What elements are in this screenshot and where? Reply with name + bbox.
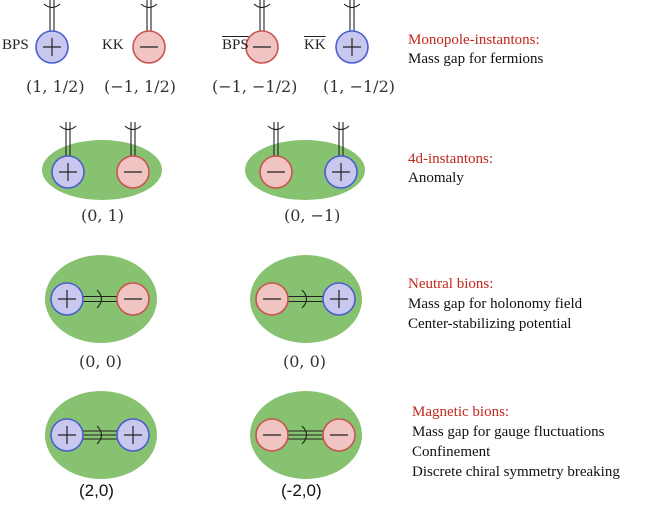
node-4d-anti-plus	[324, 155, 358, 189]
flux-4d-anti-a	[267, 122, 285, 157]
monopole-instantons-desc: Mass gap for fermions	[408, 51, 544, 67]
node-magnetic-bion-plus-a	[50, 418, 84, 452]
kk-label: KK	[102, 37, 124, 53]
node-kk	[132, 30, 166, 64]
coord-anti-bps: (−1, −1/2)	[212, 77, 298, 96]
coord-4d-instanton: (0, 1)	[81, 206, 125, 225]
magnetic-bions-title: Magnetic bions:	[412, 404, 510, 420]
coord-anti-kk: (1, −1/2)	[323, 77, 395, 96]
magnetic-bions-desc-3: Discrete chiral symmetry breaking	[412, 464, 620, 480]
node-neutral-bion-minus	[116, 282, 150, 316]
coord-magnetic-bion: (2,0)	[79, 481, 114, 500]
flux-4d-inst-b	[124, 122, 142, 157]
flux-kk	[140, 0, 158, 31]
node-4d-anti-minus	[259, 155, 293, 189]
coord-bps: (1, 1/2)	[26, 77, 85, 96]
node-4d-inst-minus	[116, 155, 150, 189]
monopole-instantons-title: Monopole-instantons:	[408, 32, 540, 48]
link-neutral-anti-bion	[287, 289, 323, 309]
bps-label: BPS	[2, 37, 29, 53]
link-neutral-bion	[82, 289, 118, 309]
node-bps	[35, 30, 69, 64]
node-magnetic-anti-minus-b	[322, 418, 356, 452]
flux-anti-kk	[343, 0, 361, 31]
neutral-bions-desc-2: Center-stabilizing potential	[408, 316, 572, 332]
flux-bps	[43, 0, 61, 31]
anti-bps-label: BPS	[222, 37, 249, 53]
node-anti-kk	[335, 30, 369, 64]
link-magnetic-bion	[82, 425, 118, 445]
4d-instantons-desc: Anomaly	[408, 170, 464, 186]
node-magnetic-anti-minus-a	[255, 418, 289, 452]
flux-anti-bps	[253, 0, 271, 31]
link-magnetic-anti-bion	[287, 425, 323, 445]
node-anti-bps	[245, 30, 279, 64]
magnetic-bions-desc-2: Confinement	[412, 444, 491, 460]
coord-neutral-anti-bion: (0, 0)	[283, 352, 327, 371]
node-magnetic-bion-plus-b	[116, 418, 150, 452]
coord-magnetic-anti-bion: (-2,0)	[281, 481, 322, 500]
anti-kk-label: KK	[304, 37, 326, 53]
node-neutral-anti-minus	[255, 282, 289, 316]
node-4d-inst-plus	[51, 155, 85, 189]
neutral-bions-desc-1: Mass gap for holonomy field	[408, 296, 583, 312]
flux-4d-anti-b	[332, 122, 350, 157]
node-neutral-anti-plus	[322, 282, 356, 316]
coord-4d-anti-instanton: (0, −1)	[284, 206, 341, 225]
coord-kk: (−1, 1/2)	[104, 77, 176, 96]
4d-instantons-title: 4d-instantons:	[408, 151, 493, 167]
flux-4d-inst-a	[59, 122, 77, 157]
neutral-bions-title: Neutral bions:	[408, 276, 494, 292]
magnetic-bions-desc-1: Mass gap for gauge fluctuations	[412, 424, 605, 440]
coord-neutral-bion: (0, 0)	[79, 352, 123, 371]
node-neutral-bion-plus	[50, 282, 84, 316]
